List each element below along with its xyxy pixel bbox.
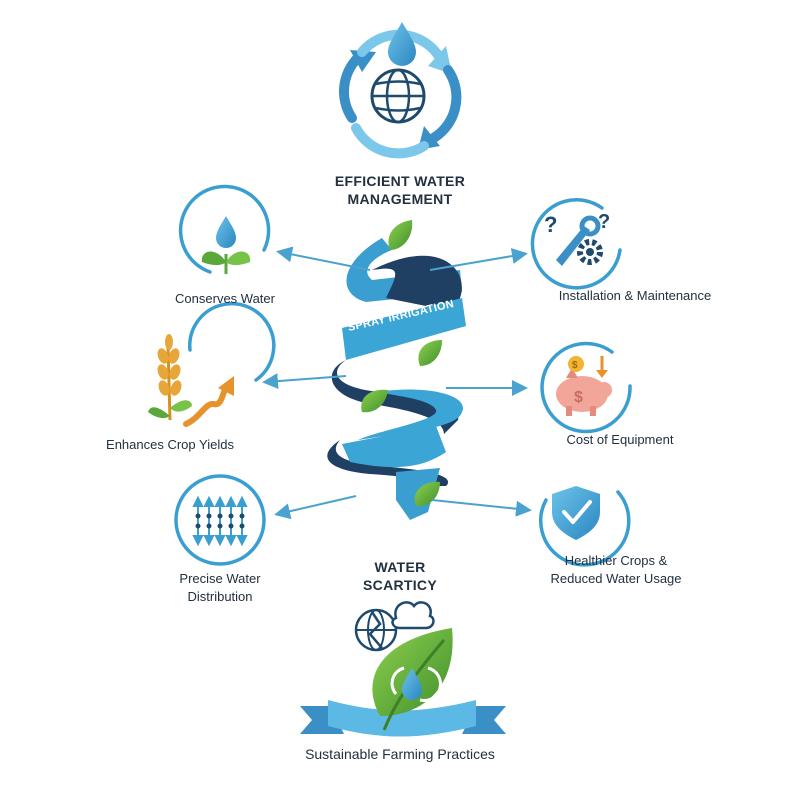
enhances-crop-yields-label: Enhances Crop Yields xyxy=(106,437,234,452)
cost-of-equipment-label: Cost of Equipment xyxy=(566,432,674,447)
svg-text:?: ? xyxy=(598,211,610,233)
precise-water-label-line2: Distribution xyxy=(187,589,253,604)
spray-grid-icon xyxy=(174,474,266,566)
top-title-line2: MANAGEMENT xyxy=(347,191,453,207)
svg-text:$: $ xyxy=(574,389,583,406)
water-scarcity-line2: SCARTICY xyxy=(363,577,437,593)
water-drop-sprout-icon xyxy=(178,184,271,274)
installation-maintenance-label: Installation & Maintenance xyxy=(558,288,712,303)
healthier-crops-label-line1: Healthier Crops & xyxy=(564,553,668,568)
precise-water-label-line1: Precise Water xyxy=(179,571,261,586)
svg-text:?: ? xyxy=(544,212,557,237)
connector-arrows xyxy=(262,246,532,520)
cracked-globe-icon xyxy=(354,608,398,652)
conserves-water-label: Conserves Water xyxy=(175,291,275,306)
wheat-growth-arrow-icon xyxy=(148,301,276,427)
sustainable-farming-label: Sustainable Farming Practices xyxy=(305,746,495,762)
spray-irrigation-ribbon xyxy=(327,238,466,520)
healthier-crops-label-line2: Reduced Water Usage xyxy=(550,571,682,586)
water-cycle-icon xyxy=(339,22,462,159)
svg-text:$: $ xyxy=(572,360,578,371)
top-title-line1: EFFICIENT WATER xyxy=(334,173,466,189)
shield-check-icon xyxy=(539,486,631,567)
leaf-recycle-icon xyxy=(372,628,453,731)
piggy-bank-icon: $ $ xyxy=(540,341,632,434)
bottom-banner xyxy=(300,700,506,737)
wrench-gear-icon: ? ? xyxy=(530,198,622,290)
water-scarcity-line1: WATER xyxy=(374,559,426,575)
cloud-icon xyxy=(391,601,435,630)
leaf-decoration xyxy=(361,220,442,507)
